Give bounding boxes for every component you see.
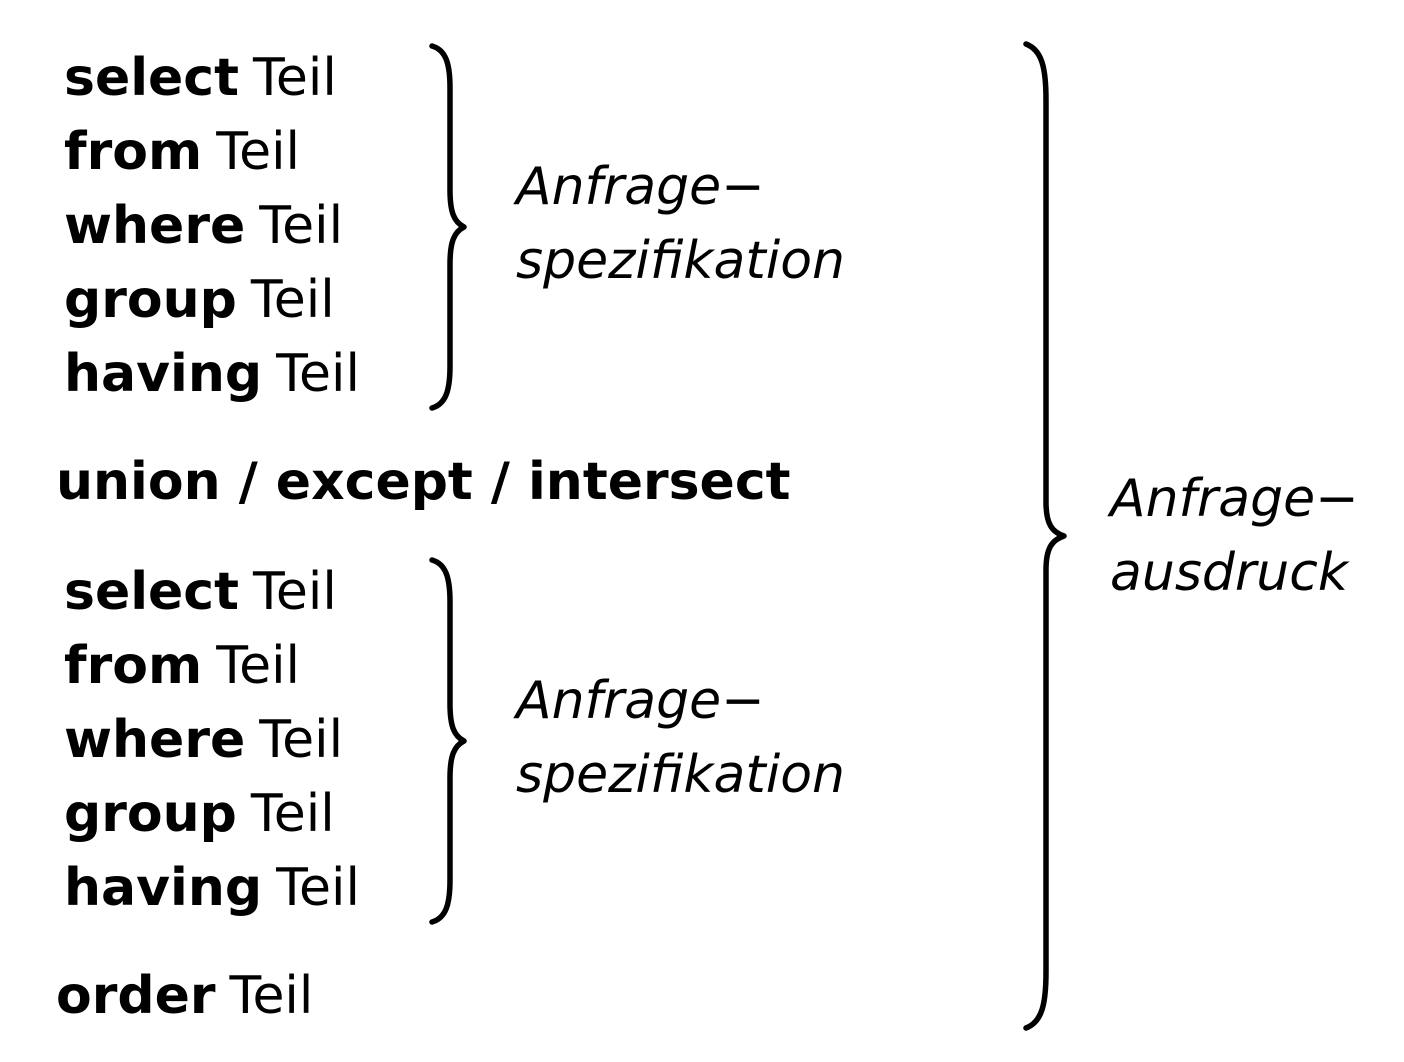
- clause-part: Teil: [253, 48, 337, 108]
- spec1-label-line1: Anfrage−: [516, 157, 765, 217]
- clause-part: Teil: [216, 122, 301, 182]
- spec2-label-line2: spezifikation: [516, 745, 846, 805]
- clause-part: Teil: [276, 858, 360, 918]
- order-keyword: order: [56, 966, 216, 1026]
- spec1-label: Anfrage− spezifikation: [516, 150, 845, 298]
- from-keyword: from: [64, 636, 203, 696]
- set-operators: union / except / intersect: [56, 452, 791, 512]
- from-keyword: from: [64, 122, 203, 182]
- clause-part: Teil: [250, 784, 335, 844]
- where-keyword: where: [64, 710, 246, 770]
- clause-part: Teil: [253, 562, 337, 622]
- group-keyword: group: [64, 784, 237, 844]
- clause-part: Teil: [276, 344, 360, 404]
- clause-part: Teil: [229, 966, 314, 1026]
- clause-part: Teil: [250, 270, 335, 330]
- select-keyword: select: [64, 562, 239, 622]
- expression-brace: [1023, 41, 1067, 1031]
- having-keyword: having: [64, 858, 263, 918]
- clause-part: Teil: [216, 636, 301, 696]
- where-keyword: where: [64, 196, 246, 256]
- spec2-label: Anfrage− spezifikation: [516, 664, 845, 812]
- spec1-brace: [429, 43, 467, 411]
- group-keyword: group: [64, 270, 237, 330]
- expression-label-line2: ausdruck: [1110, 543, 1348, 603]
- spec2-brace: [429, 557, 467, 925]
- spec2-label-line1: Anfrage−: [516, 671, 765, 731]
- expression-label-line1: Anfrage−: [1110, 469, 1359, 529]
- having-keyword: having: [64, 344, 263, 404]
- select-keyword: select: [64, 48, 239, 108]
- expression-label: Anfrage− ausdruck: [1110, 462, 1359, 610]
- spec1-label-line2: spezifikation: [516, 231, 846, 291]
- clause-part: Teil: [259, 196, 344, 256]
- clause-part: Teil: [259, 710, 344, 770]
